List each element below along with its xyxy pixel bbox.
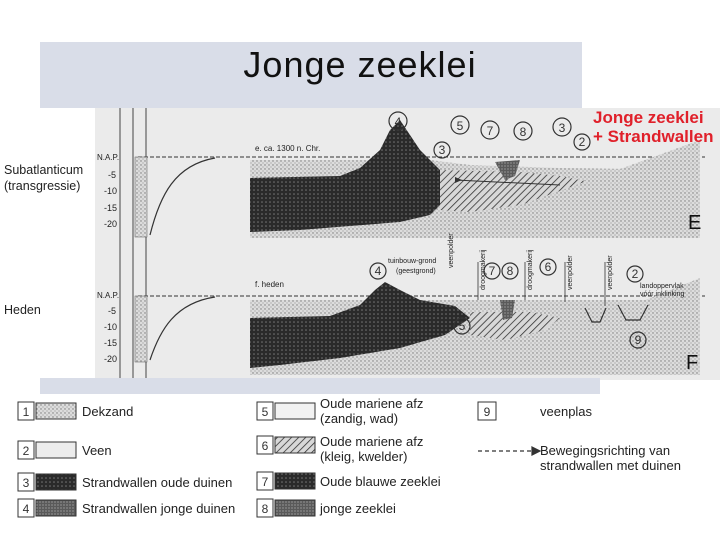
svg-text:8: 8 bbox=[520, 125, 527, 139]
legend-label: Oude mariene afz (kleig, kwelder) bbox=[320, 434, 423, 464]
tick-label: -20 bbox=[104, 354, 117, 364]
legend-label: Veen bbox=[82, 443, 112, 458]
svg-text:3: 3 bbox=[439, 143, 446, 157]
svg-text:7: 7 bbox=[489, 264, 496, 278]
tick-label: -10 bbox=[104, 186, 117, 196]
legend-label: jonge zeeklei bbox=[320, 501, 396, 516]
svg-text:2: 2 bbox=[23, 444, 30, 458]
legend-label: Dekzand bbox=[82, 404, 133, 419]
annotation-line: Jonge zeeklei bbox=[593, 108, 713, 127]
svg-text:7: 7 bbox=[262, 475, 269, 489]
tick-label: -15 bbox=[104, 203, 117, 213]
label-droogmakerij-2: droogmakerij bbox=[527, 250, 534, 290]
label-line: (transgressie) bbox=[4, 178, 83, 194]
label-veenpolder-2: veenpolder bbox=[567, 255, 574, 290]
legend-line: Oude mariene afz bbox=[320, 396, 423, 411]
svg-text:5: 5 bbox=[262, 405, 269, 419]
svg-text:4: 4 bbox=[395, 115, 402, 129]
nap-label-bottom: N.A.P. bbox=[97, 291, 119, 300]
label-veenpolder: veenpolder bbox=[448, 233, 455, 268]
legend-label: veenplas bbox=[540, 404, 592, 419]
svg-text:3: 3 bbox=[559, 121, 566, 135]
tick-label: -5 bbox=[108, 306, 116, 316]
legend-label: Oude blauwe zeeklei bbox=[320, 474, 441, 489]
legend-number-boxes: 1 2 3 4 5 6 7 8 9 bbox=[18, 402, 496, 517]
svg-text:6: 6 bbox=[262, 439, 269, 453]
red-annotation: Jonge zeeklei + Strandwallen bbox=[593, 108, 713, 146]
time-label-bottom: f. heden bbox=[255, 280, 284, 289]
label-droogmakerij: droogmakerij bbox=[480, 250, 487, 290]
svg-text:9: 9 bbox=[635, 333, 642, 347]
svg-text:5: 5 bbox=[457, 119, 464, 133]
label-geestgrond: (geestgrond) bbox=[396, 268, 436, 275]
tick-label: -5 bbox=[108, 170, 116, 180]
sea-level-curve-bottom bbox=[150, 297, 215, 360]
svg-text:6: 6 bbox=[545, 260, 552, 274]
bottom-axis-bar bbox=[135, 296, 147, 362]
label-tuinbouw: tuinbouw-grond bbox=[388, 258, 436, 265]
legend-label: Strandwallen oude duinen bbox=[82, 475, 232, 490]
tick-label: -20 bbox=[104, 219, 117, 229]
annotation-line: + Strandwallen bbox=[593, 127, 713, 146]
svg-text:8: 8 bbox=[507, 264, 514, 278]
top-axis-bar bbox=[135, 157, 147, 237]
tick-label: -15 bbox=[104, 338, 117, 348]
label-veenpolder-3: veenpolder bbox=[607, 255, 614, 290]
section-label-subatlanticum: Subatlanticum (transgressie) bbox=[4, 162, 83, 194]
svg-text:2: 2 bbox=[632, 267, 639, 281]
nap-label-top: N.A.P. bbox=[97, 153, 119, 162]
label-landoppervlak-2: vóór inklinking bbox=[640, 291, 684, 298]
legend-label: Bewegingsrichting van strandwallen met d… bbox=[540, 443, 681, 473]
svg-text:7: 7 bbox=[487, 124, 494, 138]
legend-label: Strandwallen jonge duinen bbox=[82, 501, 235, 516]
svg-text:4: 4 bbox=[375, 264, 382, 278]
panel-f bbox=[135, 262, 705, 375]
legend-line: Oude mariene afz bbox=[320, 434, 423, 449]
legend-line: strandwallen met duinen bbox=[540, 458, 681, 473]
tick-label: -10 bbox=[104, 322, 117, 332]
legend-arrow bbox=[478, 447, 540, 455]
svg-text:9: 9 bbox=[484, 405, 491, 419]
legend-label: Oude mariene afz (zandig, wad) bbox=[320, 396, 423, 426]
section-label-heden: Heden bbox=[4, 302, 41, 318]
panel-letter-e: E bbox=[688, 212, 701, 235]
time-label-top: e. ca. 1300 n. Chr. bbox=[255, 144, 320, 153]
svg-text:3: 3 bbox=[23, 476, 30, 490]
label-line: Subatlanticum bbox=[4, 162, 83, 178]
legend-line: (kleig, kwelder) bbox=[320, 449, 423, 464]
svg-text:2: 2 bbox=[579, 135, 586, 149]
sea-level-curve-top bbox=[150, 158, 215, 235]
svg-text:5: 5 bbox=[459, 319, 466, 333]
svg-text:8: 8 bbox=[262, 502, 269, 516]
panel-letter-f: F bbox=[686, 352, 698, 375]
label-landoppervlak: landoppervlak bbox=[640, 283, 684, 290]
svg-text:4: 4 bbox=[23, 502, 30, 516]
legend-line: Bewegingsrichting van bbox=[540, 443, 681, 458]
svg-text:1: 1 bbox=[23, 405, 30, 419]
legend-line: (zandig, wad) bbox=[320, 411, 423, 426]
